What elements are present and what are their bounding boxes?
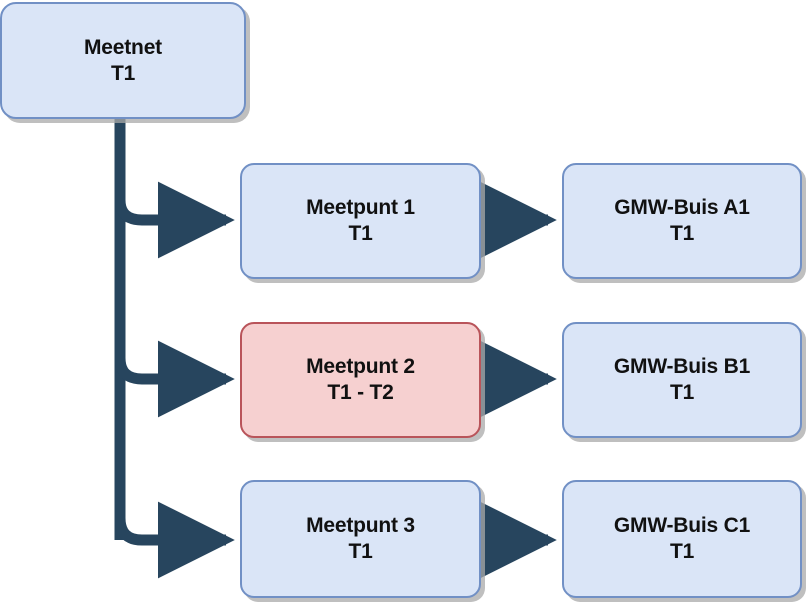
node-gmw-buis-b1-line1: GMW-Buis B1	[613, 355, 751, 379]
node-meetpunt-3-line2: T1	[348, 540, 373, 563]
node-gmw-buis-c1[interactable]: GMW-Buis C1 T1	[562, 480, 802, 598]
node-gmw-buis-a1-line2: T1	[669, 222, 695, 245]
node-meetpunt-2[interactable]: Meetpunt 2 T1 - T2	[240, 322, 481, 438]
node-meetnet-line2: T1	[110, 61, 136, 85]
node-meetnet-line1: Meetnet	[84, 35, 162, 59]
node-meetpunt-1[interactable]: Meetpunt 1 T1	[240, 163, 481, 279]
node-gmw-buis-a1-line1: GMW-Buis A1	[614, 196, 750, 220]
node-meetpunt-1-line1: Meetpunt 1	[306, 196, 415, 220]
edge-meetnet-meetpunt-2	[114, 340, 235, 418]
node-gmw-buis-b1-line2: T1	[669, 381, 695, 404]
node-meetnet[interactable]: Meetnet T1	[0, 2, 246, 119]
node-meetpunt-2-line2: T1 - T2	[327, 381, 394, 404]
node-gmw-buis-a1[interactable]: GMW-Buis A1 T1	[562, 163, 802, 279]
node-meetpunt-1-line2: T1	[348, 222, 373, 245]
node-gmw-buis-c1-line2: T1	[669, 540, 695, 563]
node-meetpunt-3-line1: Meetpunt 3	[306, 514, 415, 538]
edge-meetnet-meetpunt-3	[114, 501, 235, 579]
edge-meetnet-meetpunt-1	[114, 181, 235, 259]
node-gmw-buis-c1-line1: GMW-Buis C1	[613, 514, 751, 538]
node-meetpunt-3[interactable]: Meetpunt 3 T1	[240, 480, 481, 598]
node-meetpunt-2-line1: Meetpunt 2	[306, 355, 415, 379]
node-gmw-buis-b1[interactable]: GMW-Buis B1 T1	[562, 322, 802, 438]
